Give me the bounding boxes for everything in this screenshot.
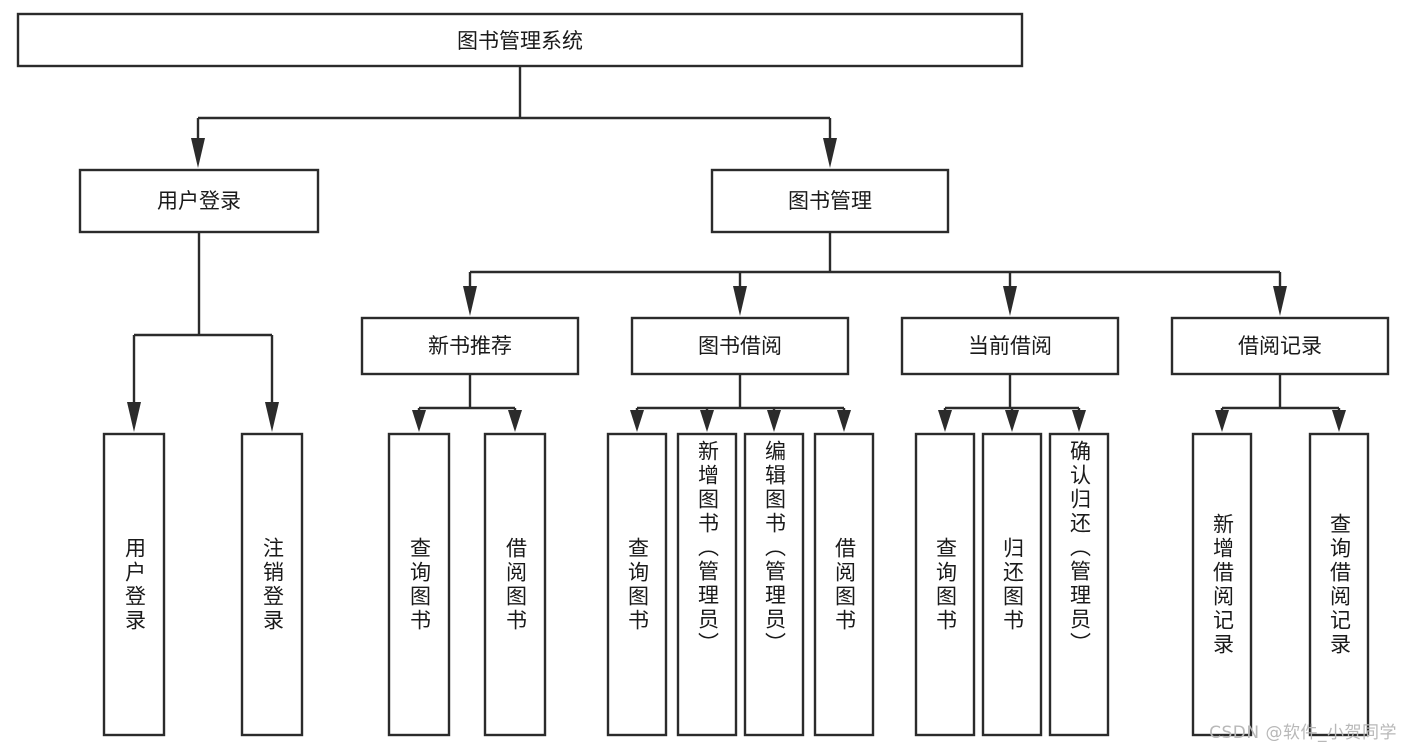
arrow-head-icon [463, 286, 477, 316]
node-user-login-box[interactable] [78, 168, 320, 234]
arrow-head-icon [823, 138, 837, 168]
node-book-management[interactable]: 图书管理 [710, 168, 950, 234]
arrow-head-icon [733, 286, 747, 316]
connector-group-book-mgmt [463, 232, 1287, 316]
connector-group-user-login [127, 232, 279, 432]
leaf-box-query-book-borrow[interactable] [606, 432, 668, 737]
leaf-box-edit-book-admin[interactable] [743, 432, 805, 737]
leaf-box-return-book[interactable] [981, 432, 1043, 737]
arrow-head-icon [837, 410, 851, 432]
arrow-head-icon [1273, 286, 1287, 316]
leaf-box-user-login[interactable] [102, 432, 166, 737]
arrow-head-icon [412, 410, 426, 432]
node-borrow-record[interactable]: 借阅记录 [1170, 316, 1390, 376]
node-new-book-recommend-box[interactable] [360, 316, 580, 376]
arrow-head-icon [700, 410, 714, 432]
arrow-head-icon [630, 410, 644, 432]
leaf-box-group [102, 432, 1370, 737]
node-book-borrow-label: 图书借阅 [698, 334, 782, 358]
node-new-book-recommend[interactable]: 新书推荐 [360, 316, 580, 376]
leaf-box-query-book-current[interactable] [914, 432, 976, 737]
node-borrow-record-box[interactable] [1170, 316, 1390, 376]
leaf-box-query-book-recommend[interactable] [387, 432, 451, 737]
arrow-head-icon [767, 410, 781, 432]
csdn-watermark: CSDN @软件_小贺同学 [1209, 723, 1397, 743]
node-book-management-box[interactable] [710, 168, 950, 234]
connector-group-current-borrow [938, 374, 1086, 432]
node-current-borrow-box[interactable] [900, 316, 1120, 376]
arrow-head-icon [1003, 286, 1017, 316]
arrow-head-icon [1072, 410, 1086, 432]
node-book-management-label: 图书管理 [788, 189, 872, 213]
node-borrow-record-label: 借阅记录 [1238, 334, 1322, 358]
node-current-borrow-label: 当前借阅 [968, 334, 1052, 358]
leaf-box-add-book-admin[interactable] [676, 432, 738, 737]
leaf-box-query-borrow-record[interactable] [1308, 432, 1370, 737]
node-root-box[interactable] [16, 12, 1024, 68]
leaf-box-logout[interactable] [240, 432, 304, 737]
arrow-head-icon [1332, 410, 1346, 432]
node-root[interactable]: 图书管理系统 [16, 12, 1024, 68]
leaf-box-borrow-book-recommend[interactable] [483, 432, 547, 737]
connector-group-borrow-record [1215, 374, 1346, 432]
arrow-head-icon [265, 402, 279, 432]
leaf-box-add-borrow-record[interactable] [1191, 432, 1253, 737]
leaf-box-borrow-book[interactable] [813, 432, 875, 737]
node-new-book-recommend-label: 新书推荐 [428, 334, 512, 358]
node-root-label: 图书管理系统 [457, 29, 583, 53]
node-book-borrow[interactable]: 图书借阅 [630, 316, 850, 376]
arrow-head-icon [508, 410, 522, 432]
arrow-head-icon [1005, 410, 1019, 432]
node-user-login-label: 用户登录 [157, 189, 241, 213]
connector-group-borrow-book [630, 374, 851, 432]
node-current-borrow[interactable]: 当前借阅 [900, 316, 1120, 376]
arrow-head-icon [127, 402, 141, 432]
arrow-head-icon [191, 138, 205, 168]
arrow-head-icon [1215, 410, 1229, 432]
node-book-borrow-box[interactable] [630, 316, 850, 376]
leaf-box-confirm-return-admin[interactable] [1048, 432, 1110, 737]
connector-group-root [191, 66, 837, 168]
node-user-login[interactable]: 用户登录 [78, 168, 320, 234]
arrow-head-icon [938, 410, 952, 432]
connector-group-new-book [412, 374, 522, 432]
